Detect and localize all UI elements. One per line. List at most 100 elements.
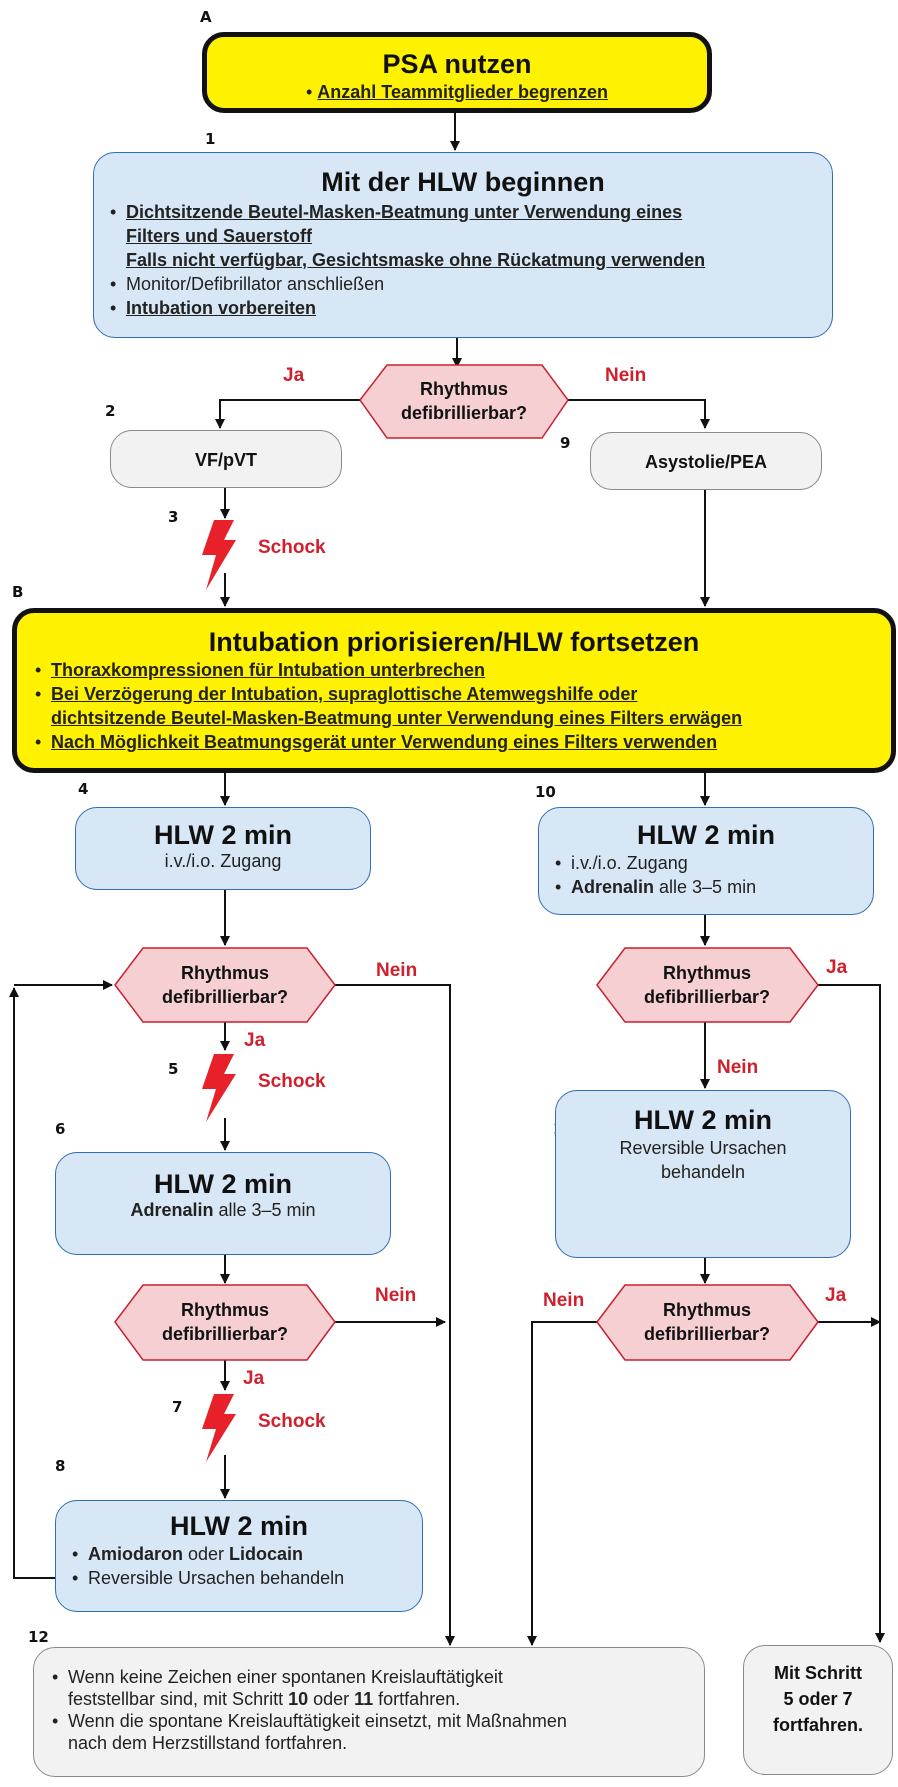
box-outcome-b1-line2: feststellbar sind, mit Schritt: [68, 1689, 289, 1709]
box-cpr-11-line2: behandeln: [660, 1162, 746, 1182]
arrow-decision-to-asystole: [568, 399, 710, 429]
box-cpr-8-title: HLW 2 min: [169, 1511, 308, 1541]
step-label-12: 12: [28, 1628, 49, 1646]
box-cpr-6-text-rest: alle 3–5 min: [213, 1200, 316, 1220]
box-b-b1-text: Thoraxkompressionen für Intubation unter…: [51, 660, 486, 680]
box-cpr-4-text: i.v./i.o. Zugang: [164, 851, 282, 871]
step-label-b: B: [12, 583, 24, 601]
step-label-9: 9: [560, 434, 571, 452]
decision-left1-line2: defibrillierbar?: [161, 987, 289, 1007]
arrow-dr1-ja: [818, 984, 885, 1643]
box-asystole-pea-text: Asystolie/PEA: [644, 452, 768, 472]
box-cpr-10-bullet-2: Adrenalin alle 3–5 min: [553, 875, 873, 899]
box-ppe-bullet-text: Anzahl Teammitglieder begrenzen: [317, 82, 609, 102]
decision-left2-line1: Rhythmus: [180, 1300, 269, 1320]
box-cpr-8-lidocain: Lidocain: [229, 1544, 304, 1564]
step-label-1: 1: [205, 130, 216, 148]
box-cpr-11: HLW 2 min Reversible Ursachen behandeln: [555, 1090, 851, 1258]
box-outcome-b2-line1: Wenn die spontane Kreislauftätigkeit ein…: [68, 1711, 567, 1731]
box-outcome-bullet-2: Wenn die spontane Kreislauftätigkeit ein…: [50, 1710, 704, 1754]
box-start-cpr-title: Mit der HLW beginnen: [321, 167, 605, 197]
box-cpr-4-title: HLW 2 min: [153, 820, 292, 850]
decision-right2-line2: defibrillierbar?: [643, 1324, 771, 1344]
box-outcome: Wenn keine Zeichen einer spontanen Kreis…: [33, 1647, 705, 1777]
box-outcome-b1-post: fortfahren.: [373, 1689, 461, 1709]
box-cpr-8-bullet-1: Amiodaron oder Lidocain: [70, 1542, 422, 1566]
decision-left2-line2: defibrillierbar?: [161, 1324, 289, 1344]
box-ppe-title: PSA nutzen: [382, 49, 532, 79]
box-vf-pvt: VF/pVT: [110, 430, 342, 488]
box-start-cpr-bullet-2: Monitor/Defibrillator anschließen: [108, 272, 832, 296]
decision-left1-text: Rhythmus defibrillierbar?: [120, 961, 330, 1009]
step-label-2: 2: [105, 402, 116, 420]
shock-label-7: Schock: [258, 1411, 326, 1432]
decision-top-text: Rhythmus defibrillierbar?: [362, 377, 566, 425]
box-cpr-6: HLW 2 min Adrenalin alle 3–5 min: [55, 1152, 391, 1255]
box-cpr-8-b1-mid: oder: [183, 1544, 230, 1564]
box-start-cpr-b1-line2: Filters und Sauerstoff: [126, 226, 313, 246]
decision-right2-line1: Rhythmus: [662, 1300, 751, 1320]
box-asystole-pea: Asystolie/PEA: [590, 432, 822, 490]
box-prioritize-intubation-title: Intubation priorisieren/HLW fortsetzen: [208, 627, 700, 657]
decision-left1-shape: [114, 947, 336, 1023]
step-label-7: 7: [172, 1398, 183, 1416]
lightning-icon: [202, 1394, 236, 1462]
box-continue-step: Mit Schritt 5 oder 7 fortfahren.: [743, 1645, 893, 1775]
decision-right1-line2: defibrillierbar?: [643, 987, 771, 1007]
decision-right1-text: Rhythmus defibrillierbar?: [602, 961, 812, 1009]
step-label-10: 10: [535, 783, 556, 801]
box-outcome-bullet-1: Wenn keine Zeichen einer spontanen Kreis…: [50, 1666, 704, 1710]
box-cpr-8-bullet-2: Reversible Ursachen behandeln: [70, 1566, 422, 1590]
decision-left2-shape: [114, 1284, 336, 1361]
box-outcome-b1-mid: oder: [308, 1689, 355, 1709]
step-label-5: 5: [168, 1060, 179, 1078]
box-continue-line1: Mit Schritt: [774, 1663, 862, 1683]
arrow-dl1-nein: [335, 984, 455, 1646]
box-cpr-6-title: HLW 2 min: [153, 1169, 292, 1199]
decision-top-line1: Rhythmus: [419, 379, 508, 399]
box-start-cpr-b1-line3: Falls nicht verfügbar, Gesichtsmaske ohn…: [126, 250, 706, 270]
shock-label-5: Schock: [258, 1071, 326, 1092]
box-continue-line2: 5 oder 7: [783, 1689, 853, 1709]
box-start-cpr-bullet-1: Dichtsitzende Beutel-Masken-Beatmung unt…: [108, 200, 832, 272]
box-outcome-step11: 11: [354, 1689, 374, 1709]
decision-right2-no-label: Nein: [543, 1290, 585, 1311]
arrow-dr2-nein: [527, 1321, 597, 1646]
box-outcome-b1-line1: Wenn keine Zeichen einer spontanen Kreis…: [68, 1667, 503, 1687]
shock-label-3: Schock: [258, 537, 326, 558]
decision-right1-line1: Rhythmus: [662, 963, 751, 983]
decision-top-no-label: Nein: [605, 365, 647, 386]
decision-left1-no-label: Nein: [376, 960, 418, 981]
box-start-cpr-bullet-3: Intubation vorbereiten: [108, 296, 832, 320]
box-cpr-8: HLW 2 min Amiodaron oder Lidocain Revers…: [55, 1500, 423, 1612]
step-label-3: 3: [168, 508, 179, 526]
decision-right1-no-label: Nein: [717, 1057, 759, 1078]
box-ppe: PSA nutzen • Anzahl Teammitglieder begre…: [202, 32, 712, 113]
box-continue-text: Mit Schritt 5 oder 7 fortfahren.: [744, 1660, 892, 1738]
box-b-bullet-1: Thoraxkompressionen für Intubation unter…: [33, 658, 891, 682]
box-cpr-8-amiodaron: Amiodaron: [88, 1544, 184, 1564]
box-start-cpr-b1-line1: Dichtsitzende Beutel-Masken-Beatmung unt…: [126, 202, 683, 222]
box-cpr-10-bullet-1: i.v./i.o. Zugang: [553, 851, 873, 875]
box-cpr-10-title: HLW 2 min: [636, 820, 775, 850]
step-label-8: 8: [55, 1457, 66, 1475]
decision-left1-yes-label: Ja: [244, 1030, 266, 1051]
box-cpr-6-text: Adrenalin alle 3–5 min: [56, 1200, 390, 1221]
box-outcome-b2-line2: nach dem Herzstillstand fortfahren.: [68, 1733, 348, 1753]
box-b-bullet-3: Nach Möglichkeit Beatmungsgerät unter Ve…: [33, 730, 891, 754]
decision-right1-yes-label: Ja: [826, 957, 848, 978]
decision-right2-text: Rhythmus defibrillierbar?: [602, 1298, 812, 1346]
box-b-bullet-2: Bei Verzögerung der Intubation, supraglo…: [33, 682, 891, 730]
box-vf-pvt-text: VF/pVT: [195, 450, 257, 470]
box-b-b2-line2: dichtsitzende Beutel-Masken-Beatmung unt…: [51, 708, 743, 728]
step-label-4: 4: [78, 780, 89, 798]
box-b-b2-line1: Bei Verzögerung der Intubation, supraglo…: [51, 684, 638, 704]
lightning-icon: [202, 520, 236, 590]
decision-right1-shape: [596, 947, 819, 1023]
box-start-cpr: Mit der HLW beginnen Dichtsitzende Beute…: [93, 152, 833, 338]
box-cpr-10-b2-rest: alle 3–5 min: [654, 877, 757, 897]
decision-left2-yes-label: Ja: [243, 1368, 265, 1389]
box-cpr-6-adrenalin: Adrenalin: [130, 1200, 214, 1220]
box-cpr-11-title: HLW 2 min: [633, 1105, 772, 1135]
